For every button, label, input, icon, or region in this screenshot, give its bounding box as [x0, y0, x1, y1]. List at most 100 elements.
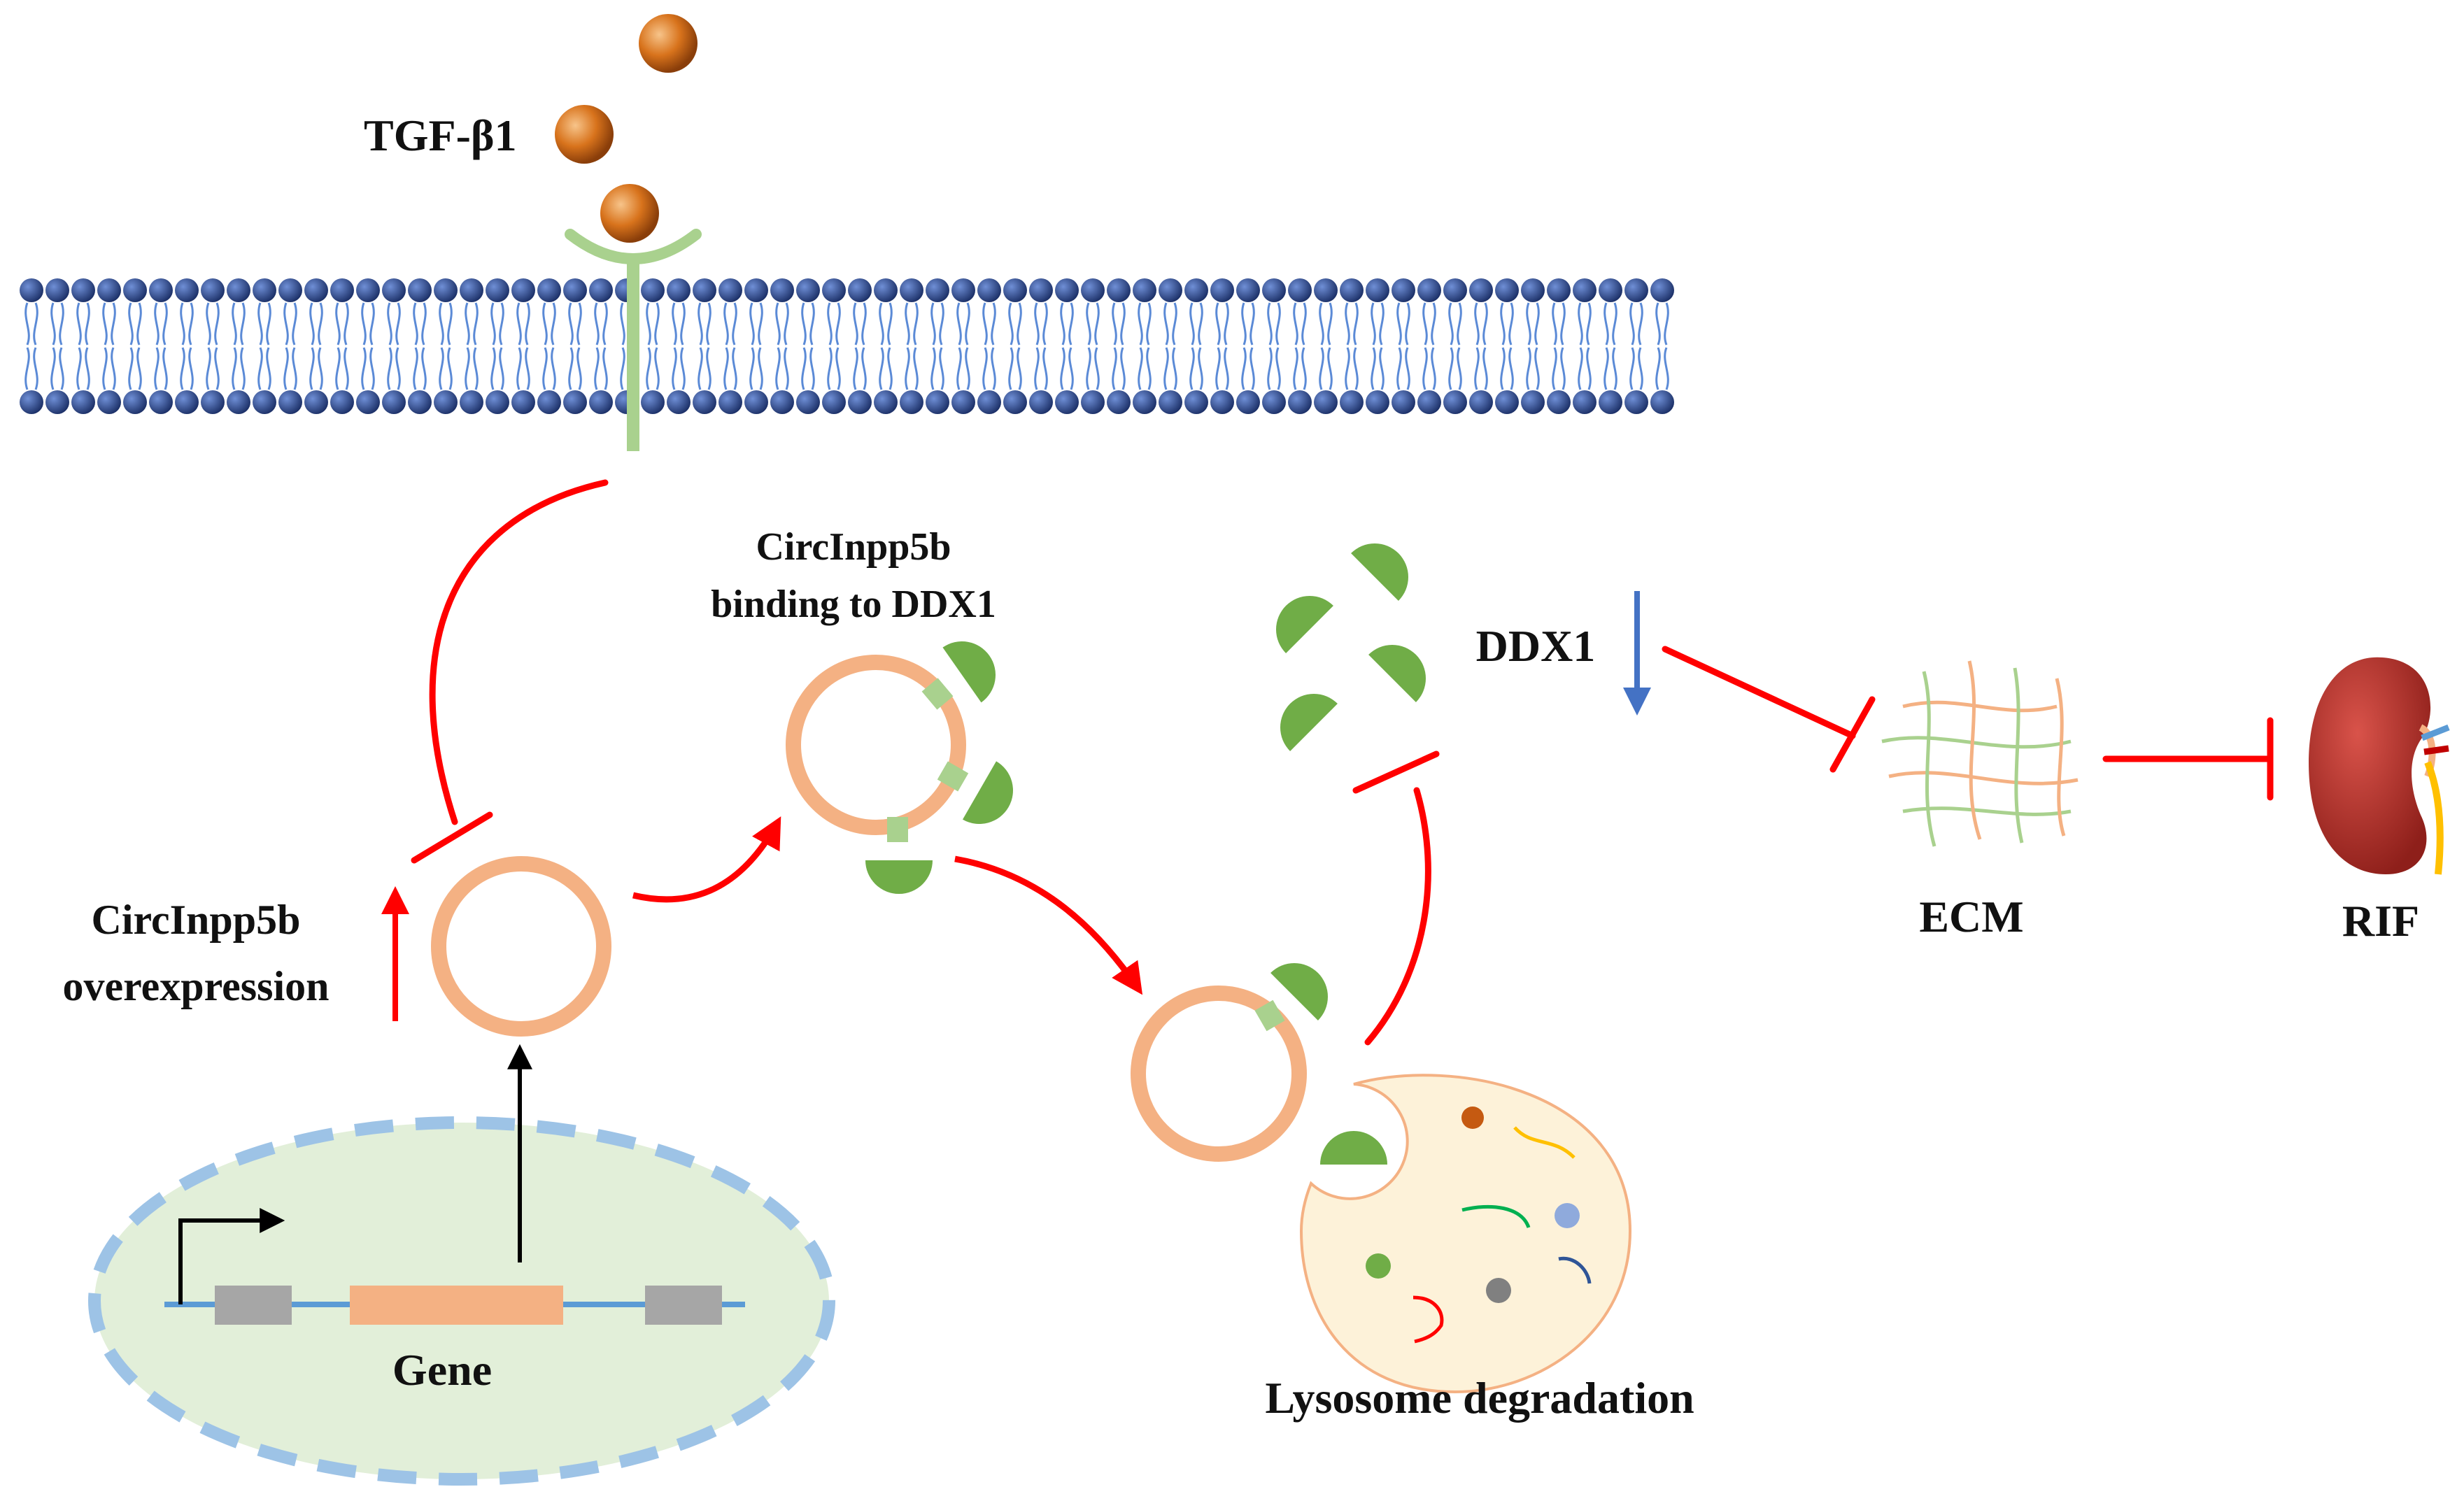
ddx1-protein-icon	[865, 817, 933, 894]
lipid-head	[1599, 390, 1622, 414]
lipid-head	[977, 390, 1001, 414]
lipid-head	[20, 278, 43, 302]
lipid-head	[460, 390, 483, 414]
lipid-head	[1314, 390, 1338, 414]
lipid-head	[718, 278, 742, 302]
lipid-head	[926, 390, 949, 414]
lipid-head	[874, 390, 898, 414]
binding-label-2: binding to DDX1	[711, 583, 996, 626]
lipid-head	[356, 278, 380, 302]
lipid-head	[486, 390, 509, 414]
lipid-head	[667, 390, 691, 414]
lipid-head	[1521, 390, 1545, 414]
lipid-head	[253, 390, 276, 414]
lipid-head	[1003, 390, 1027, 414]
ligand-label: TGF-β1	[364, 111, 517, 160]
lipid-head	[1417, 390, 1441, 414]
lipid-head	[45, 390, 69, 414]
lipid-head	[1650, 278, 1674, 302]
ddx1-inhibit-arrow	[1662, 646, 1876, 773]
lipid-head	[822, 278, 846, 302]
lipid-head	[382, 390, 406, 414]
ddx1-protein-icon	[1351, 529, 1422, 601]
lipid-head	[460, 278, 483, 302]
lipid-head	[304, 278, 328, 302]
lipid-head	[408, 278, 432, 302]
lipid-head	[563, 390, 587, 414]
lipid-head	[537, 278, 561, 302]
lipid-head	[744, 278, 768, 302]
lipid-head	[175, 278, 199, 302]
lipid-head	[848, 390, 872, 414]
receptor-icon	[565, 229, 702, 451]
lipid-head	[1055, 278, 1079, 302]
lipid-head	[667, 278, 691, 302]
lipid-head	[1340, 278, 1364, 302]
lipid-head	[1392, 278, 1415, 302]
lipid-head	[848, 278, 872, 302]
lipid-head	[1495, 390, 1519, 414]
lipid-head	[1443, 390, 1467, 414]
lipid-head	[1521, 278, 1545, 302]
circ-exon-box	[350, 1286, 563, 1325]
ddx1-protein-icon	[1254, 949, 1342, 1032]
lipid-head	[951, 278, 975, 302]
lipid-head	[744, 390, 768, 414]
lipid-head	[382, 278, 406, 302]
ddx1-label: DDX1	[1476, 621, 1596, 671]
lipid-head	[408, 390, 432, 414]
nucleus	[88, 1044, 835, 1486]
lipid-head	[201, 278, 225, 302]
lipid-head	[951, 390, 975, 414]
circrna-ddx1-complex	[786, 628, 1026, 894]
degradation-arrow	[954, 855, 1143, 995]
lysosome-icon	[1299, 1074, 1632, 1394]
lipid-head	[1029, 278, 1053, 302]
lipid-head	[434, 278, 458, 302]
lipid-head	[874, 278, 898, 302]
lipid-head	[718, 390, 742, 414]
lipid-head	[1340, 390, 1364, 414]
ddx1-protein-icon	[1262, 582, 1333, 653]
lipid-head	[693, 390, 716, 414]
ddx1-protein-icon	[937, 761, 1026, 837]
lipid-head	[1650, 390, 1674, 414]
lipid-head	[1081, 390, 1105, 414]
lipid-head	[1236, 278, 1260, 302]
lipid-head	[1495, 278, 1519, 302]
lipid-head	[770, 278, 794, 302]
lysosome-inhibit-arrow	[1352, 750, 1440, 1046]
lipid-head	[97, 278, 121, 302]
lipid-head	[589, 278, 613, 302]
lipid-head	[278, 278, 302, 302]
lipid-head	[1159, 390, 1182, 414]
lipid-head	[1392, 390, 1415, 414]
lipid-head	[511, 390, 535, 414]
lipid-head	[1443, 278, 1467, 302]
lipid-head	[1029, 390, 1053, 414]
exon-box-left	[215, 1286, 292, 1325]
lipid-head	[486, 278, 509, 302]
ecm-icon	[1881, 660, 2079, 847]
lipid-head	[123, 390, 147, 414]
lipid-head	[356, 390, 380, 414]
lipid-head	[926, 278, 949, 302]
lipid-head	[1599, 278, 1622, 302]
lipid-head	[822, 390, 846, 414]
lipid-head	[1159, 278, 1182, 302]
lipid-head	[1547, 390, 1571, 414]
lipid-head	[149, 278, 173, 302]
ddx1-protein-icon	[1266, 680, 1338, 751]
lipid-tails	[24, 302, 1669, 390]
lipid-head	[278, 390, 302, 414]
lipid-head	[1417, 278, 1441, 302]
lipid-head	[1055, 390, 1079, 414]
lipid-head	[1469, 390, 1493, 414]
lipid-head	[1366, 390, 1389, 414]
lipid-head	[1469, 278, 1493, 302]
lipid-head	[693, 278, 716, 302]
circ-up-label-1: CircInpp5b	[91, 897, 300, 943]
lipid-head	[1624, 278, 1648, 302]
lipid-head	[1288, 278, 1312, 302]
lipid-head	[563, 278, 587, 302]
